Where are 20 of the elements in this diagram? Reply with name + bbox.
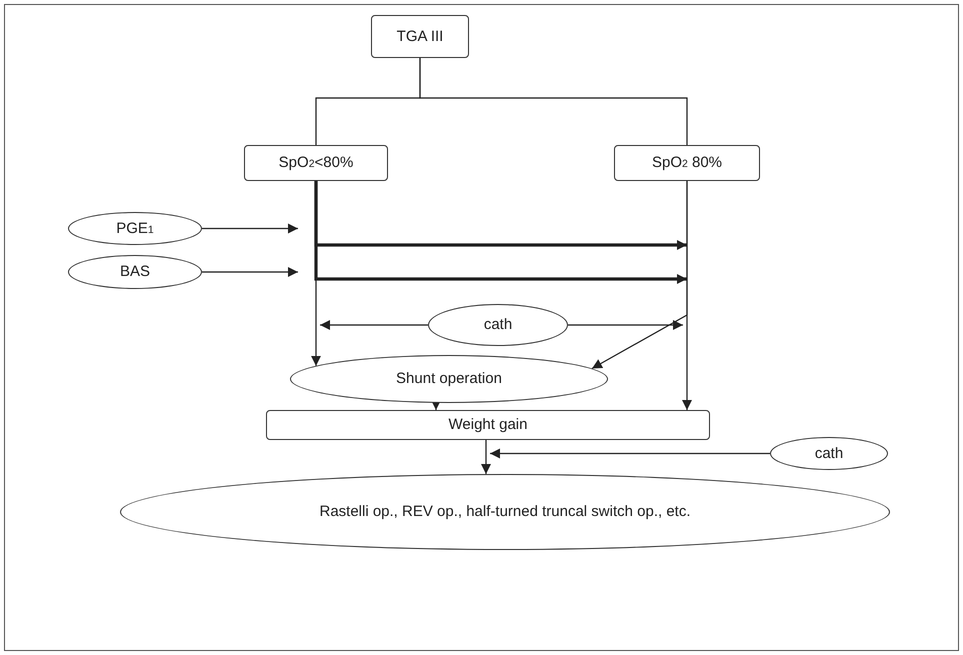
process-box bbox=[244, 145, 388, 181]
process-box bbox=[614, 145, 760, 181]
node-label: Weight gain bbox=[448, 416, 528, 434]
node-label: Rastelli op., REV op., half-turned truncal switch op., etc. bbox=[319, 503, 690, 521]
arrow bbox=[568, 320, 683, 330]
arrow bbox=[314, 181, 687, 284]
arrow bbox=[320, 320, 428, 330]
process-box bbox=[371, 15, 469, 58]
arrow bbox=[481, 440, 491, 474]
node-label: BAS bbox=[120, 263, 150, 281]
process-box bbox=[266, 410, 710, 440]
arrow bbox=[682, 181, 692, 410]
arrow bbox=[431, 400, 441, 410]
arrow bbox=[202, 267, 298, 277]
node-label: TGA III bbox=[396, 28, 444, 46]
node-label: cath bbox=[484, 316, 512, 334]
node-label: cath bbox=[814, 444, 844, 462]
node-label: Shunt operation bbox=[396, 370, 502, 388]
arrow bbox=[490, 448, 770, 458]
arrow bbox=[202, 224, 298, 234]
